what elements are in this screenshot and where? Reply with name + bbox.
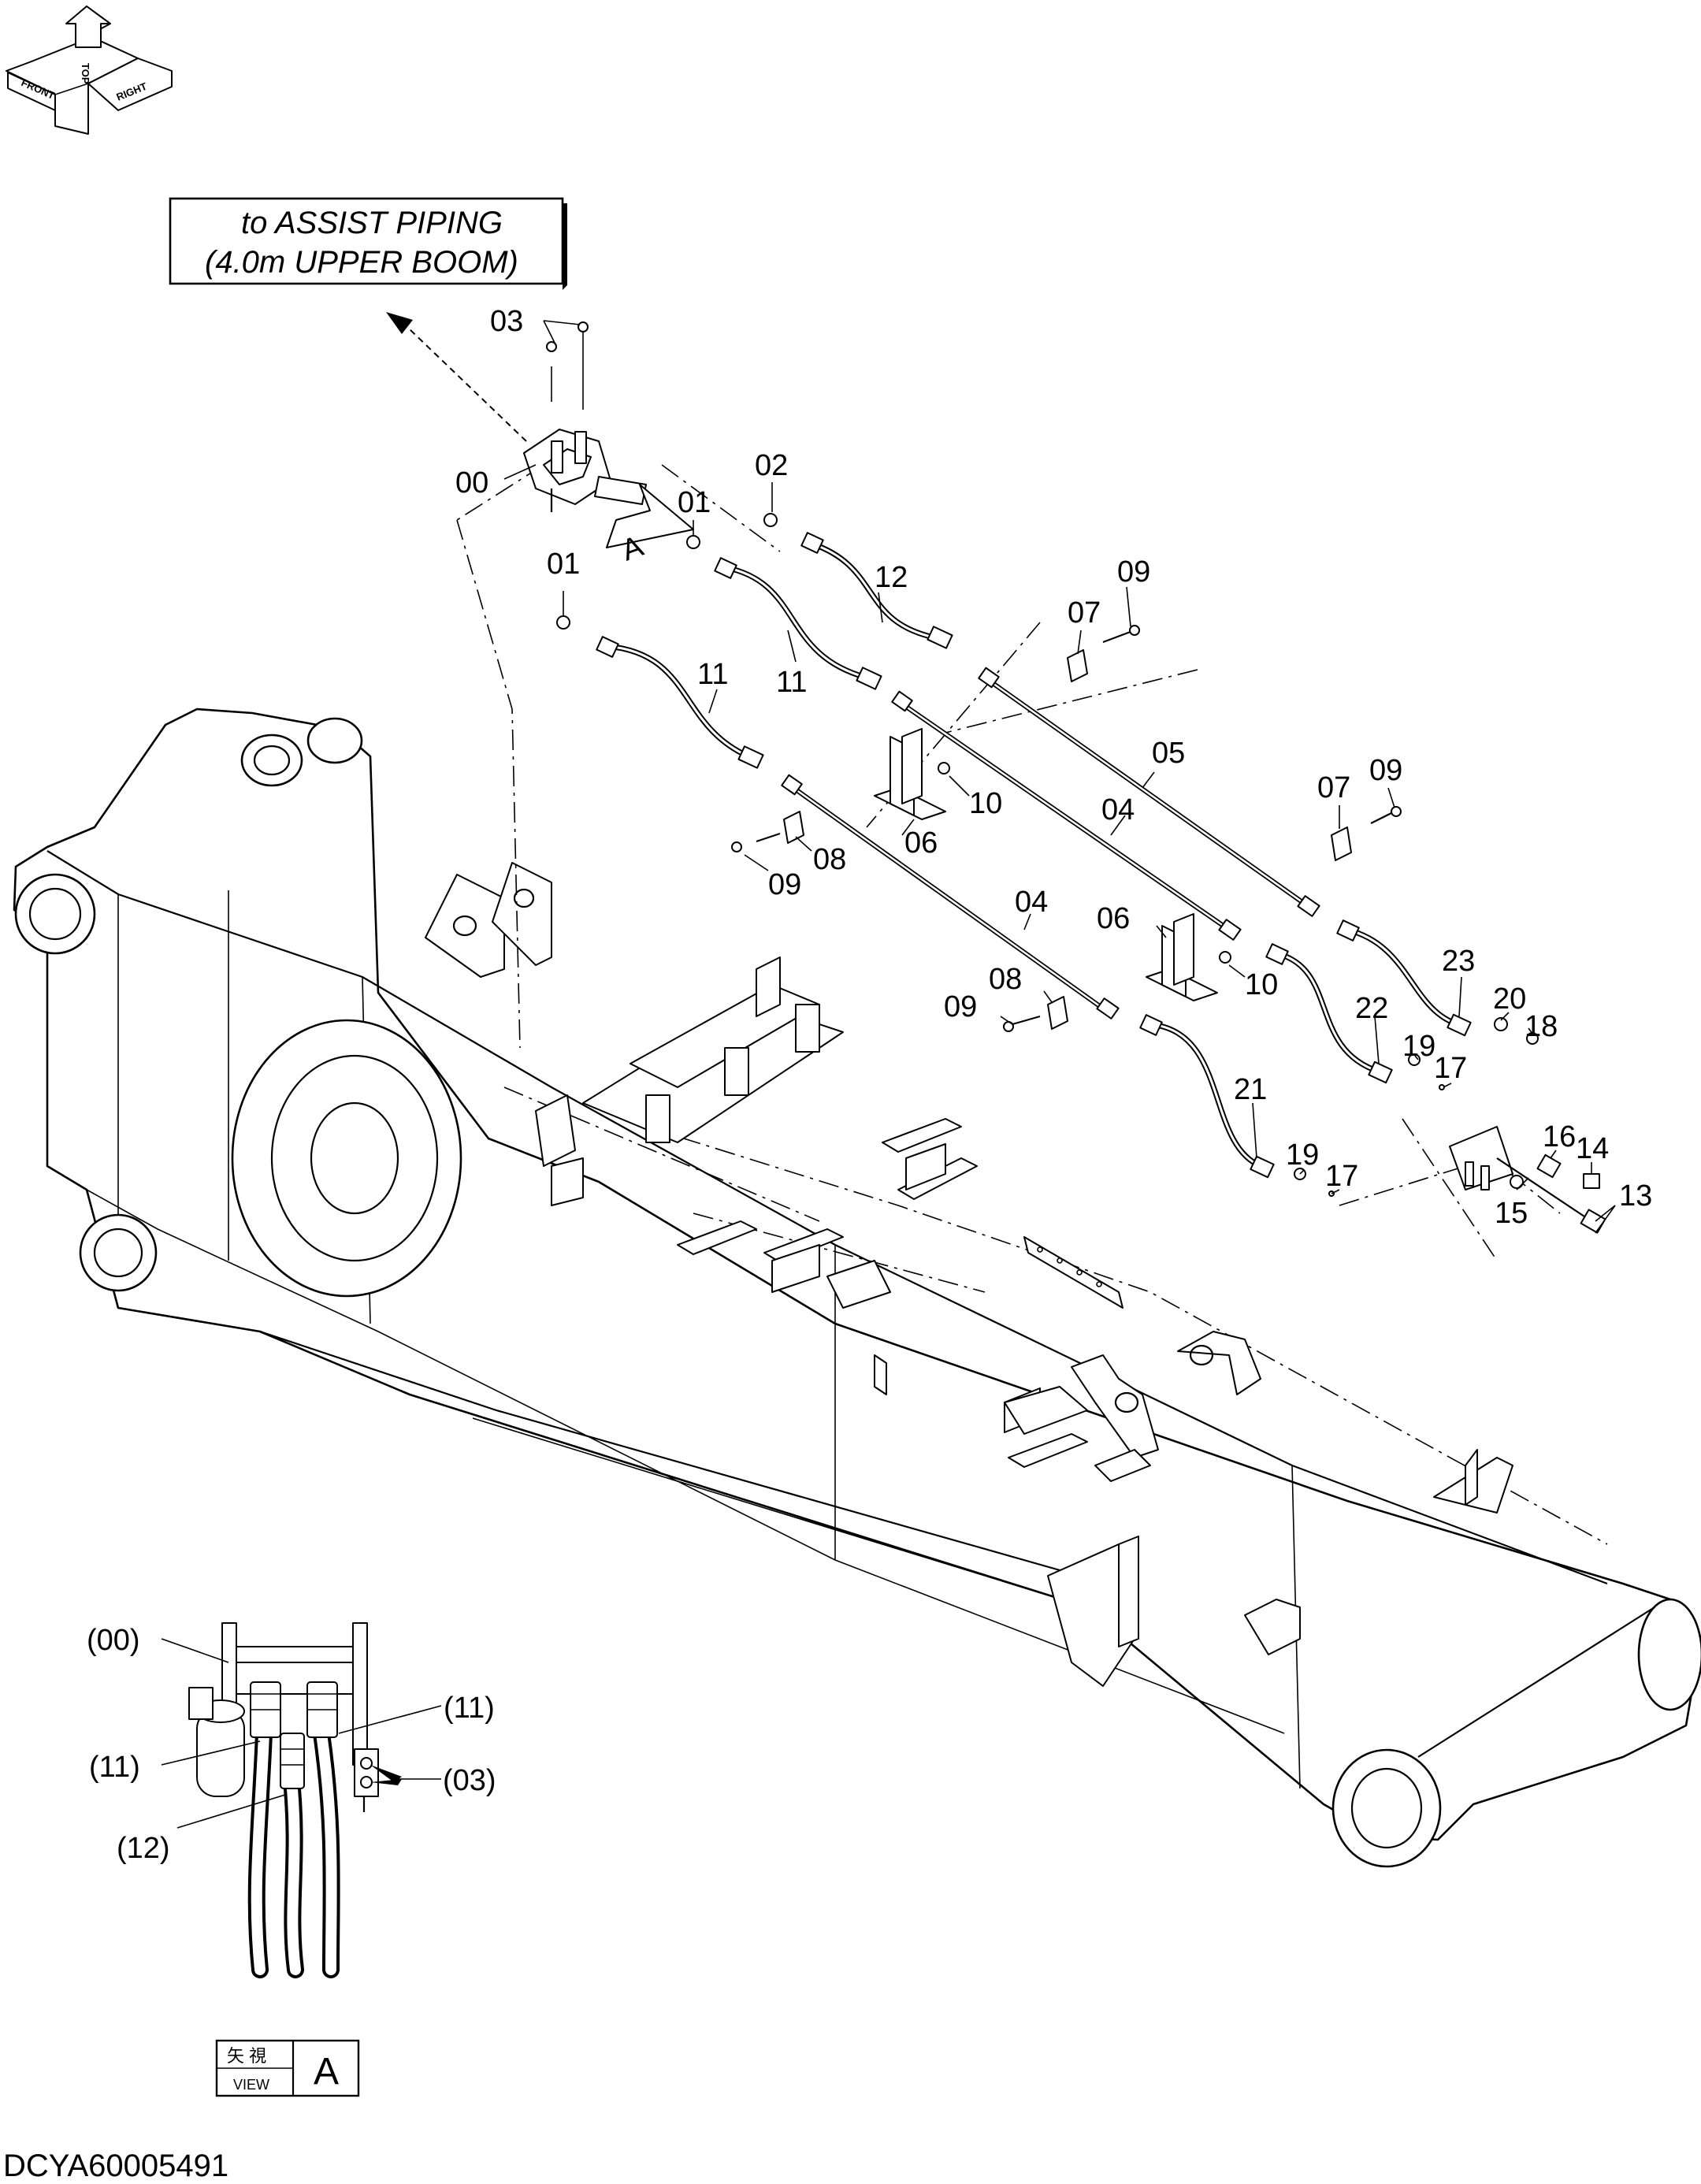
callout-09-b: 09: [1369, 754, 1402, 787]
callout-17-a: 17: [1434, 1052, 1467, 1085]
callout-23: 23: [1442, 945, 1475, 978]
clamps-and-stays: [731, 625, 1402, 1032]
orientation-label-top: TOP: [80, 63, 91, 84]
callout-01-upper: 01: [678, 486, 711, 519]
callout-11-upper: 11: [776, 666, 807, 699]
callout-10-a: 10: [969, 787, 1002, 820]
view-callout-00: (00): [87, 1624, 140, 1657]
callout-09-d: 09: [944, 990, 977, 1023]
callout-05: 05: [1152, 737, 1185, 770]
callout-08-b: 08: [989, 963, 1022, 996]
view-title-letter: A: [314, 2051, 339, 2093]
callout-11-lower: 11: [697, 658, 728, 691]
callout-20: 20: [1493, 982, 1526, 1016]
hose-pipe-assembly: [556, 513, 1539, 1197]
view-callout-11-right: (11): [444, 1692, 495, 1725]
callout-19-b: 19: [1286, 1138, 1319, 1172]
callout-15: 15: [1495, 1197, 1528, 1230]
callout-14: 14: [1576, 1132, 1609, 1165]
note-line-1: to ASSIST PIPING: [241, 206, 503, 240]
callout-18: 18: [1525, 1010, 1558, 1043]
callout-06-a: 06: [904, 826, 938, 860]
callout-01-lower: 01: [547, 548, 580, 581]
view-a-detail: (00) (11) (11) (03) (12): [87, 1622, 496, 1978]
callout-07-a: 07: [1068, 596, 1101, 630]
view-a-arrow: A: [606, 484, 694, 567]
callout-12: 12: [875, 561, 908, 594]
callout-04-lower: 04: [1015, 886, 1048, 919]
callout-00: 00: [455, 466, 488, 500]
view-title-en: VIEW: [233, 2077, 269, 2093]
callout-02: 02: [755, 449, 788, 482]
callout-09-a: 09: [1117, 555, 1150, 589]
callout-22: 22: [1355, 992, 1388, 1025]
view-title-jp: 矢 視: [227, 2046, 266, 2066]
callout-10-b: 10: [1245, 968, 1278, 1001]
callout-13: 13: [1619, 1179, 1652, 1213]
connector-block: [523, 321, 647, 512]
callout-03: 03: [490, 305, 523, 338]
callout-07-b: 07: [1317, 771, 1350, 804]
callout-21: 21: [1234, 1073, 1267, 1106]
view-callout-12: (12): [117, 1832, 170, 1865]
callout-labels: 03 00 02 01 01 12 11 11 09 07 05 07 09 0…: [455, 305, 1652, 1230]
callout-16: 16: [1543, 1120, 1576, 1153]
callout-08-a: 08: [813, 843, 846, 876]
view-callout-11-left: (11): [89, 1751, 140, 1784]
view-callout-03: (03): [443, 1764, 496, 1797]
drawing-code: DCYA60005491: [3, 2149, 228, 2183]
note-line-2: (4.0m UPPER BOOM): [205, 245, 518, 280]
callout-09-c: 09: [768, 868, 801, 901]
assist-piping-note: to ASSIST PIPING (4.0m UPPER BOOM): [169, 197, 567, 290]
boom-body: [13, 708, 1701, 1868]
assist-piping-arrow: [386, 312, 527, 442]
view-a-title: 矢 視 VIEW A: [215, 2039, 360, 2097]
boom-brackets: [425, 862, 1513, 1687]
callout-19-a: 19: [1402, 1030, 1435, 1063]
alignment-lines: [456, 464, 1561, 1261]
callout-leaders: [503, 320, 1616, 1234]
callout-04-upper: 04: [1101, 793, 1135, 826]
callout-06-b: 06: [1097, 902, 1130, 935]
callout-17-b: 17: [1325, 1160, 1358, 1193]
end-fitting-block: [1449, 1126, 1606, 1234]
orientation-indicator: FRONT TOP RIGHT: [6, 6, 173, 135]
